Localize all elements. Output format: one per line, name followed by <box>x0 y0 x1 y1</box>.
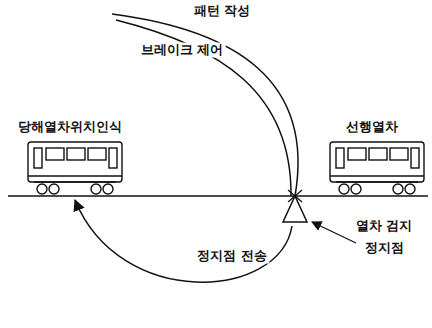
leader-arrow <box>312 222 356 243</box>
preceding-train <box>330 142 424 194</box>
diagram-label: 열차 검지 <box>354 219 415 234</box>
pattern-curve <box>112 14 298 196</box>
stop-point-marker <box>283 196 307 222</box>
diagram-label: 패턴 작성 <box>192 4 253 19</box>
diagram-label: 당해열차위치인식 <box>16 120 124 135</box>
diagram-label: 선행열차 <box>344 120 400 135</box>
diagram-label: 정지점 <box>363 241 406 256</box>
brake-curve <box>116 20 291 196</box>
detection-tick <box>288 190 302 202</box>
diagram-label: 정지점 전송 <box>195 249 269 264</box>
diagram-label: 브레이크 제어 <box>139 43 226 58</box>
detection-tick <box>288 190 302 202</box>
ground-line <box>8 195 428 197</box>
transmission-arrow <box>75 200 292 282</box>
current-train <box>28 142 122 194</box>
